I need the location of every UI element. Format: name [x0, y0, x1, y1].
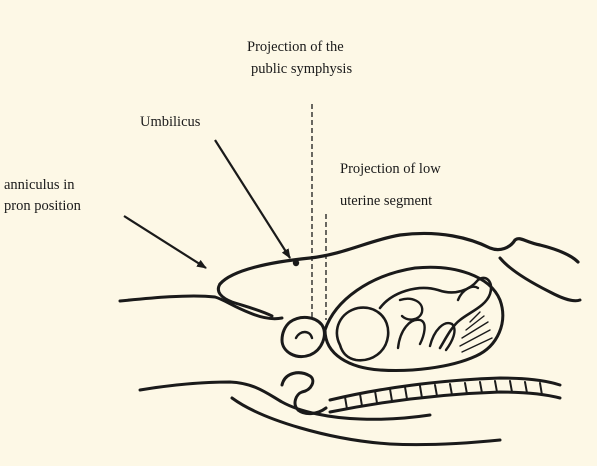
fetus-body [380, 278, 491, 348]
uterine-projection-label-line1: Projection of low [340, 162, 441, 177]
fetus-head [337, 308, 388, 361]
bladder-inner [296, 332, 312, 338]
pubic-projection-label-line2: public symphysis [251, 62, 352, 77]
umbilicus-label: Umbilicus [140, 115, 200, 130]
uterine-projection-label-line2: uterine segment [340, 194, 432, 209]
pelvis-outline [282, 373, 326, 414]
pubic-projection-label-line1: Projection of the [247, 40, 344, 55]
bladder-outline [282, 317, 324, 356]
back-outline [500, 258, 580, 301]
fetus-curl [400, 299, 422, 320]
spine-lower [330, 392, 560, 412]
panniculus-label-line1: anniculus in [4, 178, 74, 193]
panniculus-arrow [124, 216, 206, 268]
umbilicus-arrow [215, 140, 290, 258]
panniculus-label-line2: pron position [4, 199, 81, 214]
upper-body-outline [120, 296, 282, 319]
umbilicus-marker [293, 260, 299, 266]
